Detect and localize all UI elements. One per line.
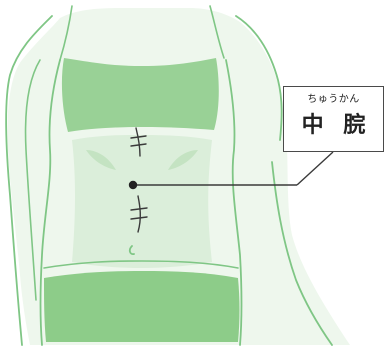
acupoint-marker: [129, 181, 137, 189]
acupoint-label-box: ちゅうかん 中 脘: [283, 86, 384, 152]
chest-area: [62, 58, 219, 132]
acupoint-reading: ちゅうかん: [284, 94, 383, 106]
acupoint-name: 中 脘: [284, 112, 383, 140]
leader-line-diagonal: [297, 152, 333, 185]
hip-area: [44, 271, 240, 342]
